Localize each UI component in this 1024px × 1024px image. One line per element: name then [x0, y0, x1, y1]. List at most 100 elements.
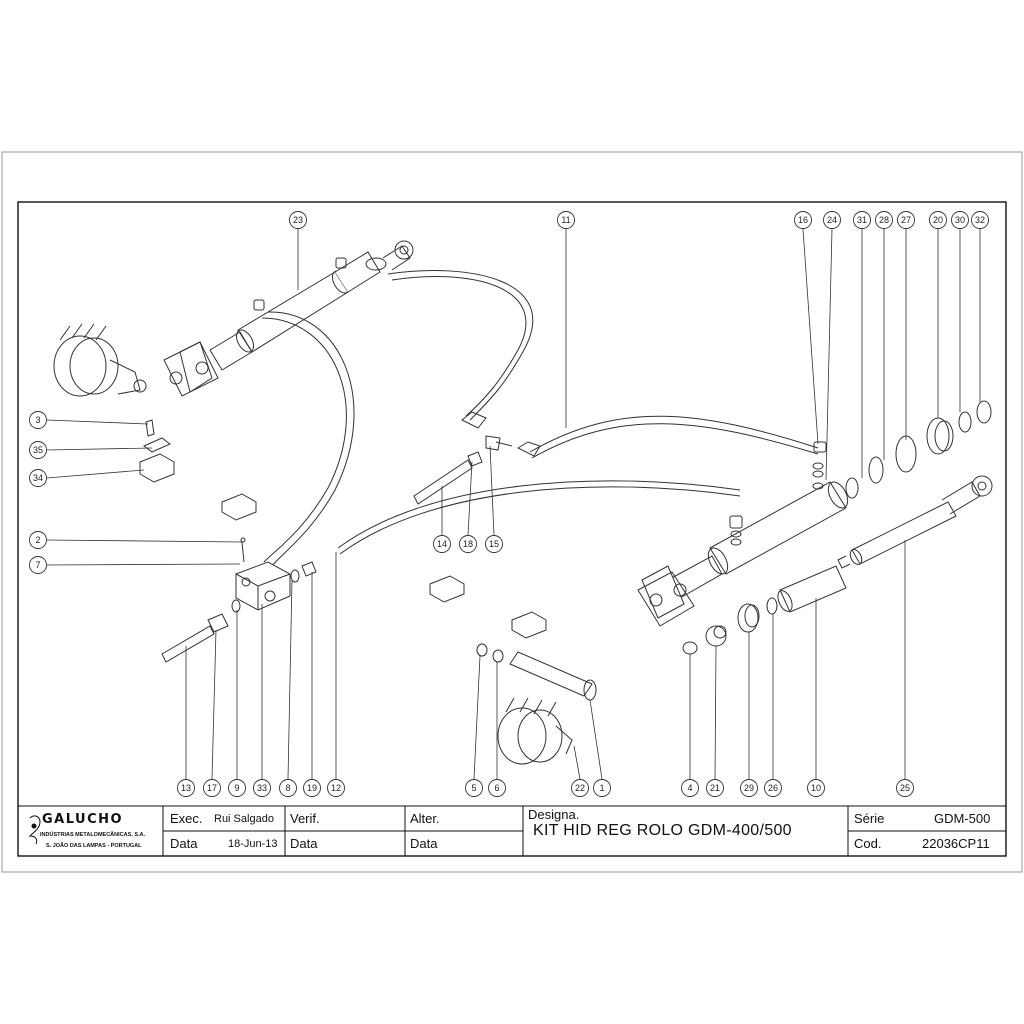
callout-29: 29	[740, 632, 758, 797]
callout-34: 34	[29, 469, 145, 487]
callout-33: 33	[253, 604, 271, 797]
callout-circle	[593, 779, 611, 797]
callout-20: 20	[929, 211, 947, 418]
callout-18: 18	[459, 461, 477, 553]
callout-26: 26	[764, 614, 782, 797]
callout-17: 17	[203, 629, 221, 797]
check-valve-rod-14	[413, 459, 473, 505]
serie-value: GDM-500	[934, 811, 991, 826]
alter-label: Alter.	[410, 811, 440, 826]
callout-number: 17	[207, 783, 217, 793]
callout-2: 2	[29, 531, 243, 549]
drawing-title: KIT HID REG ROLO GDM-400/500	[533, 822, 792, 839]
callout-32: 32	[971, 211, 989, 402]
callout-number: 2	[35, 535, 40, 545]
callout-circle	[177, 779, 195, 797]
callout-circle	[29, 469, 47, 487]
callout-circle	[433, 535, 451, 553]
callout-13: 13	[177, 646, 195, 797]
company-logo	[28, 815, 41, 845]
hose-lower-12	[337, 480, 741, 549]
callout-number: 18	[463, 539, 473, 549]
callout-circle	[327, 779, 345, 797]
callout-circle	[488, 779, 506, 797]
callout-24: 24	[823, 211, 841, 481]
callout-circle	[823, 211, 841, 229]
callout-10: 10	[807, 598, 825, 797]
exec-value: Rui Salgado	[214, 813, 274, 825]
callout-circle	[681, 779, 699, 797]
callout-circle	[853, 211, 871, 229]
callout-number: 5	[471, 783, 476, 793]
callout-circle	[706, 779, 724, 797]
callout-28: 28	[875, 211, 893, 460]
piston-rod	[837, 475, 993, 569]
callout-circle	[228, 779, 246, 797]
callout-circle	[971, 211, 989, 229]
callout-number: 6	[494, 783, 499, 793]
callout-11: 11	[557, 211, 575, 428]
callout-circle	[485, 535, 503, 553]
callout-circle	[571, 779, 589, 797]
data-value: 18-Jun-13	[228, 838, 278, 850]
regulator-knob-bottom	[497, 651, 597, 765]
callout-number: 9	[234, 783, 239, 793]
callout-leader	[46, 469, 145, 479]
callout-30: 30	[951, 211, 969, 412]
company-line-1: INDÚSTRIAS METALOMECÂNICAS, S.A.	[40, 832, 146, 838]
verif-label: Verif.	[290, 811, 320, 826]
callout-22: 22	[571, 745, 589, 797]
callout-number: 30	[955, 215, 965, 225]
callout-31: 31	[853, 211, 871, 478]
callout-number: 24	[827, 215, 837, 225]
hose-upper-23	[267, 311, 355, 569]
check-valve-rod-13	[161, 625, 215, 663]
drawing-border	[17, 201, 1007, 857]
callout-number: 1	[599, 783, 604, 793]
callout-circle	[289, 211, 307, 229]
callout-number: 26	[768, 783, 778, 793]
callout-number: 28	[879, 215, 889, 225]
serie-label: Série	[854, 811, 885, 826]
callout-circle	[253, 779, 271, 797]
callout-circle	[764, 779, 782, 797]
callout-leader	[211, 629, 217, 780]
callout-circle	[203, 779, 221, 797]
callout-25: 25	[896, 540, 914, 797]
callout-leader	[46, 563, 241, 566]
callout-number: 35	[33, 445, 43, 455]
callout-circle	[279, 779, 297, 797]
callout-number: 25	[900, 783, 910, 793]
callout-circle	[794, 211, 812, 229]
callout-number: 21	[710, 783, 720, 793]
callout-16: 16	[794, 211, 819, 445]
callout-leader	[46, 419, 149, 425]
callout-circle	[29, 556, 47, 574]
callout-leader	[473, 655, 481, 780]
callout-number: 16	[798, 215, 808, 225]
title-block	[17, 805, 1007, 857]
callout-27: 27	[897, 211, 915, 440]
callout-circle	[875, 211, 893, 229]
callout-8: 8	[279, 579, 297, 797]
callout-3: 3	[29, 411, 149, 429]
exec-label: Exec.	[170, 811, 203, 826]
callout-number: 31	[857, 215, 867, 225]
designa-label: Designa.	[528, 807, 580, 822]
callout-7: 7	[29, 556, 241, 574]
hydraulic-cylinder-lower	[637, 441, 849, 627]
regulator-knob-top	[53, 323, 147, 397]
data-label: Data	[170, 836, 198, 851]
callout-6: 6	[488, 662, 506, 797]
callout-leader	[802, 228, 819, 445]
callout-circle	[303, 779, 321, 797]
callout-circle	[897, 211, 915, 229]
callout-14: 14	[433, 486, 451, 553]
callout-circle	[807, 779, 825, 797]
callout-circle	[896, 779, 914, 797]
callout-number: 10	[811, 783, 821, 793]
callout-number: 15	[489, 539, 499, 549]
callout-number: 12	[331, 783, 341, 793]
